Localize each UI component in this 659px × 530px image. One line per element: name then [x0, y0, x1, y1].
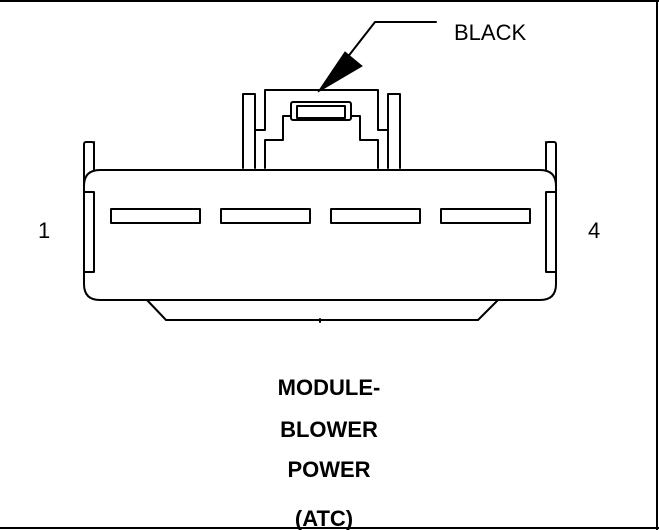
- title-line-3: POWER: [287, 457, 370, 482]
- connector-body: [83, 169, 557, 301]
- cavity-2: [220, 208, 311, 224]
- cavity-4: [440, 208, 531, 224]
- title-line-1: MODULE-: [278, 375, 381, 400]
- title-line-2: BLOWER: [280, 417, 378, 442]
- pin-label-right: 4: [588, 218, 600, 243]
- top-latch-outer-right: [387, 93, 401, 169]
- title-line-4: (ATC): [295, 506, 353, 530]
- right-latch-post-front: [545, 191, 557, 273]
- callout-arrowhead: [317, 51, 363, 93]
- top-latch-outer: [242, 93, 256, 169]
- left-latch-post-front: [83, 191, 95, 273]
- cavity-3: [330, 208, 421, 224]
- lock-tab-inner: [296, 105, 346, 119]
- cavity-1: [110, 208, 201, 224]
- connector-color-label: BLACK: [454, 20, 526, 45]
- top-latch-inner: [264, 115, 379, 169]
- top-latch-body: [254, 89, 389, 131]
- connector-bottom-skirt: [146, 299, 499, 321]
- pin-label-left: 1: [38, 218, 50, 243]
